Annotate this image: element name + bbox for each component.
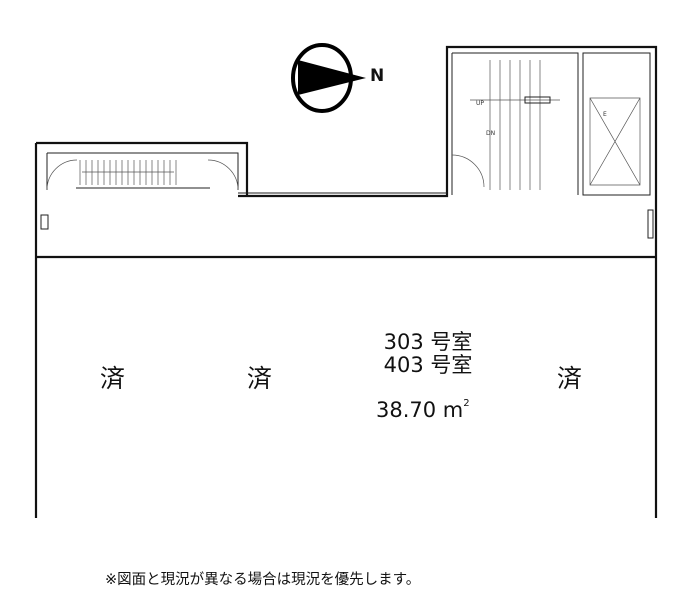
- unit-3-area: 38.70 m2: [376, 398, 470, 422]
- stair-down-label: DN: [486, 130, 496, 137]
- unit-4-status: 済: [557, 364, 583, 393]
- corridor-wall: [238, 45, 658, 518]
- unit-3-room-numbers: 303 号室 403 号室: [363, 331, 493, 377]
- area-unit-sup: 2: [463, 398, 470, 409]
- footnote: ※図面と現況が異なる場合は現況を優先します。: [105, 572, 421, 588]
- area-value: 38.70 m: [376, 398, 464, 422]
- stair-elevator-core: [451, 52, 651, 196]
- stair-up-label: UP: [476, 100, 485, 107]
- north-compass-icon: [291, 43, 366, 113]
- north-label: N: [370, 66, 385, 86]
- unit-2-status: 済: [247, 364, 273, 393]
- room-403-label: 403 号室: [383, 353, 473, 377]
- elevator-label: E: [603, 111, 607, 118]
- room-303-label: 303 号室: [383, 330, 473, 354]
- stair-left: [34, 141, 249, 518]
- unit-1-status: 済: [100, 364, 126, 393]
